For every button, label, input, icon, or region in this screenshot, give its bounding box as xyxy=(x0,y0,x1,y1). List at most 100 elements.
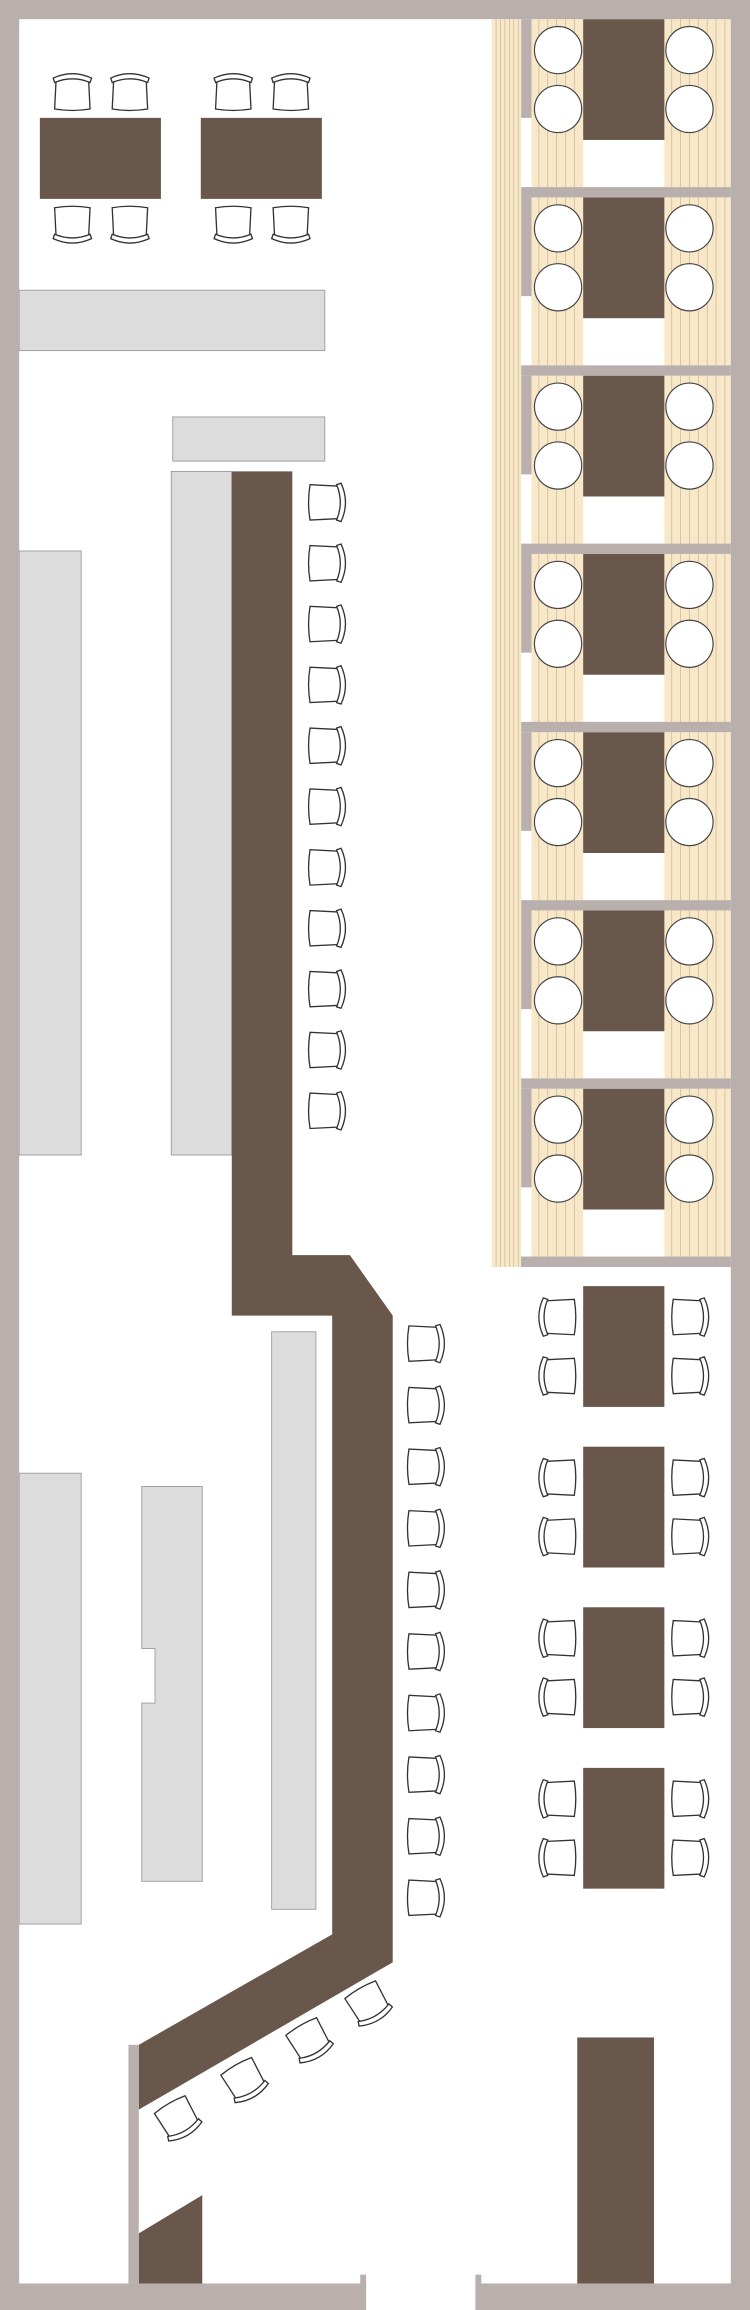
chairs-layer xyxy=(52,25,714,2142)
booth-partition-wall xyxy=(521,1088,532,1188)
chair-back xyxy=(335,786,347,827)
round-stool-icon xyxy=(533,25,583,75)
booth-divider-wall xyxy=(521,365,731,376)
partition-wall xyxy=(128,2044,139,2284)
booth-divider-wall xyxy=(521,543,731,554)
chair-back xyxy=(698,1297,710,1338)
chair-back xyxy=(434,1508,446,1549)
chair-icon xyxy=(538,1837,577,1878)
wall-bottom-right xyxy=(479,2283,750,2310)
round-stool-icon xyxy=(533,204,583,253)
chair-back xyxy=(213,72,254,84)
chair-seat xyxy=(671,1298,705,1336)
counter xyxy=(18,1472,82,1925)
chair-seat xyxy=(344,1980,390,2025)
booth-table xyxy=(583,553,665,675)
chair-back xyxy=(335,908,347,949)
dining-table xyxy=(583,1446,665,1568)
chair-icon xyxy=(406,1754,446,1795)
chair-back xyxy=(335,725,347,766)
chair-icon xyxy=(671,1516,710,1557)
chair-back xyxy=(52,72,93,84)
round-stool-icon xyxy=(665,917,714,966)
chair-icon xyxy=(406,1385,446,1426)
chair-seat xyxy=(307,970,342,1008)
chair-icon xyxy=(406,1508,446,1549)
booth-table xyxy=(583,375,665,497)
booth-partition-wall xyxy=(521,375,532,475)
chair-back xyxy=(270,233,311,244)
chair-seat xyxy=(542,1357,577,1395)
chair-back xyxy=(335,604,347,645)
chair-icon xyxy=(538,1778,577,1819)
chair-seat xyxy=(272,205,310,240)
chair-back xyxy=(538,1457,549,1498)
chair-seat xyxy=(214,205,252,240)
chair-seat xyxy=(671,1678,705,1716)
booth-table xyxy=(583,197,665,319)
chair-back xyxy=(698,1457,710,1498)
round-stool-icon xyxy=(665,738,714,788)
chair-icon xyxy=(307,1029,347,1070)
round-stool-icon xyxy=(533,619,583,668)
chair-back xyxy=(357,2002,394,2027)
round-stool-icon xyxy=(665,619,714,668)
round-stool-icon xyxy=(665,204,714,253)
booth-divider-wall xyxy=(521,900,731,911)
booth-divider-wall xyxy=(521,721,731,733)
chair-icon xyxy=(109,72,150,112)
chair-back xyxy=(698,1618,710,1659)
chair-icon xyxy=(219,2056,270,2104)
chair-seat xyxy=(406,1817,441,1855)
chair-back xyxy=(52,233,93,244)
chair-seat xyxy=(53,205,91,240)
counters-layer xyxy=(18,289,326,1925)
chair-back xyxy=(434,1385,446,1426)
chair-seat xyxy=(542,1459,577,1497)
round-stool-icon xyxy=(533,797,583,847)
chair-icon xyxy=(307,482,347,523)
chair-back xyxy=(434,1816,446,1857)
chair-back xyxy=(270,72,311,84)
counter xyxy=(271,1331,317,1910)
chair-seat xyxy=(406,1448,441,1486)
wall-right xyxy=(730,0,750,2310)
round-stool-icon xyxy=(533,976,583,1025)
chair-icon xyxy=(52,205,93,244)
round-stool-icon xyxy=(665,263,714,312)
round-stool-icon xyxy=(665,1095,714,1144)
chair-seat xyxy=(307,666,342,704)
chair-seat xyxy=(307,605,342,643)
chair-seat xyxy=(671,1619,705,1657)
booth-partition-wall xyxy=(521,910,532,1010)
chair-back xyxy=(698,1356,710,1396)
chair-seat xyxy=(406,1386,441,1424)
round-stool-icon xyxy=(533,1095,583,1144)
chair-seat xyxy=(671,1459,705,1497)
chair-seat xyxy=(272,77,310,112)
chair-back xyxy=(335,969,347,1010)
chair-icon xyxy=(406,1877,446,1918)
chair-icon xyxy=(213,72,254,112)
round-stool-icon xyxy=(533,84,583,134)
chair-back xyxy=(434,1323,446,1364)
chair-seat xyxy=(219,2056,266,2101)
chair-icon xyxy=(307,969,347,1010)
booth-partition-wall xyxy=(521,197,532,297)
chair-icon xyxy=(307,786,347,827)
booth-partition-wall xyxy=(521,732,532,831)
chair-icon xyxy=(671,1677,710,1718)
chair-icon xyxy=(307,664,347,705)
chair-back xyxy=(538,1837,549,1878)
chair-back xyxy=(335,664,347,705)
chair-back xyxy=(698,1837,710,1878)
chair-icon xyxy=(406,1446,446,1487)
chair-seat xyxy=(542,1839,577,1877)
chair-back xyxy=(538,1778,549,1819)
chair-icon xyxy=(307,908,347,949)
chair-back xyxy=(538,1297,549,1338)
chair-seat xyxy=(307,849,342,886)
round-stool-icon xyxy=(665,1154,714,1203)
chair-back xyxy=(538,1677,549,1718)
